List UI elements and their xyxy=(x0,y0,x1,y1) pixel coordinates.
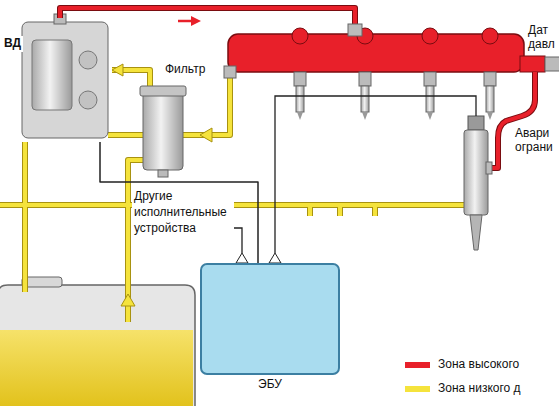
flow-arrow xyxy=(121,294,135,306)
injector-nozzle xyxy=(470,215,482,250)
sensor-label: Дат давл xyxy=(526,23,559,52)
injector-tip xyxy=(427,112,433,120)
legend-swatch xyxy=(405,386,430,392)
pressure-sensor xyxy=(545,57,559,71)
injector-body xyxy=(296,86,304,112)
flow-arrow xyxy=(191,16,201,26)
input-marker xyxy=(269,253,281,263)
injector-head xyxy=(294,72,306,86)
injector-head xyxy=(359,72,371,86)
injector-inlet xyxy=(486,162,492,174)
injector-tip xyxy=(297,112,303,120)
part-label: ВД xyxy=(2,36,23,52)
legend-text: Зона высокого xyxy=(438,357,519,371)
filter-cap xyxy=(140,86,186,96)
input-marker xyxy=(236,253,248,263)
injector-body xyxy=(486,86,494,112)
fuel-tank xyxy=(0,285,195,406)
high-pressure-line xyxy=(60,8,355,32)
flow-arrow xyxy=(178,20,192,23)
injector-body xyxy=(464,130,488,215)
pump-body xyxy=(22,22,108,138)
legend-row: Зона низкого д xyxy=(405,381,521,397)
injector-head xyxy=(424,72,436,86)
rail-end xyxy=(520,56,545,72)
injector-plug xyxy=(468,116,484,130)
rail-boss xyxy=(482,28,498,44)
part-label: Фильтр xyxy=(163,62,207,78)
injector-body xyxy=(426,86,434,112)
connector-line xyxy=(100,142,258,263)
injector-tip xyxy=(362,112,368,120)
legend-text: Зона низкого д xyxy=(438,381,521,395)
injector-head xyxy=(484,72,496,86)
pump-unit: ВД xyxy=(0,18,112,142)
arrow-head xyxy=(112,64,123,76)
high-pressure-outline xyxy=(60,8,355,32)
fuel-filter: Фильтр xyxy=(138,60,210,178)
ecu-box: ЭБУ xyxy=(200,263,340,375)
pump-housing xyxy=(32,40,72,110)
actuator-label: Другие исполнительные устройства xyxy=(132,188,234,237)
legend-row: Зона высокого xyxy=(405,357,519,373)
connector xyxy=(100,142,258,263)
injector-tip xyxy=(487,112,493,120)
fuel-level xyxy=(0,330,193,406)
rail-boss xyxy=(422,28,438,44)
connector xyxy=(112,64,138,76)
valve-label: Авари ограни xyxy=(513,126,559,155)
legend-swatch xyxy=(405,362,430,368)
ecu-housing xyxy=(200,263,340,375)
ecu-label: ЭБУ xyxy=(200,377,340,393)
filter-drain xyxy=(158,170,168,177)
flow-arrow xyxy=(200,128,212,142)
filter-canister xyxy=(143,92,183,170)
fuel-rail xyxy=(228,34,524,72)
injector-body xyxy=(361,86,369,112)
pump-valve xyxy=(79,51,97,69)
rail-fitting xyxy=(224,66,236,78)
signal-wire xyxy=(275,96,476,253)
rail-boss xyxy=(292,28,308,44)
pump-valve xyxy=(79,91,97,109)
rail-inlet xyxy=(348,24,362,36)
